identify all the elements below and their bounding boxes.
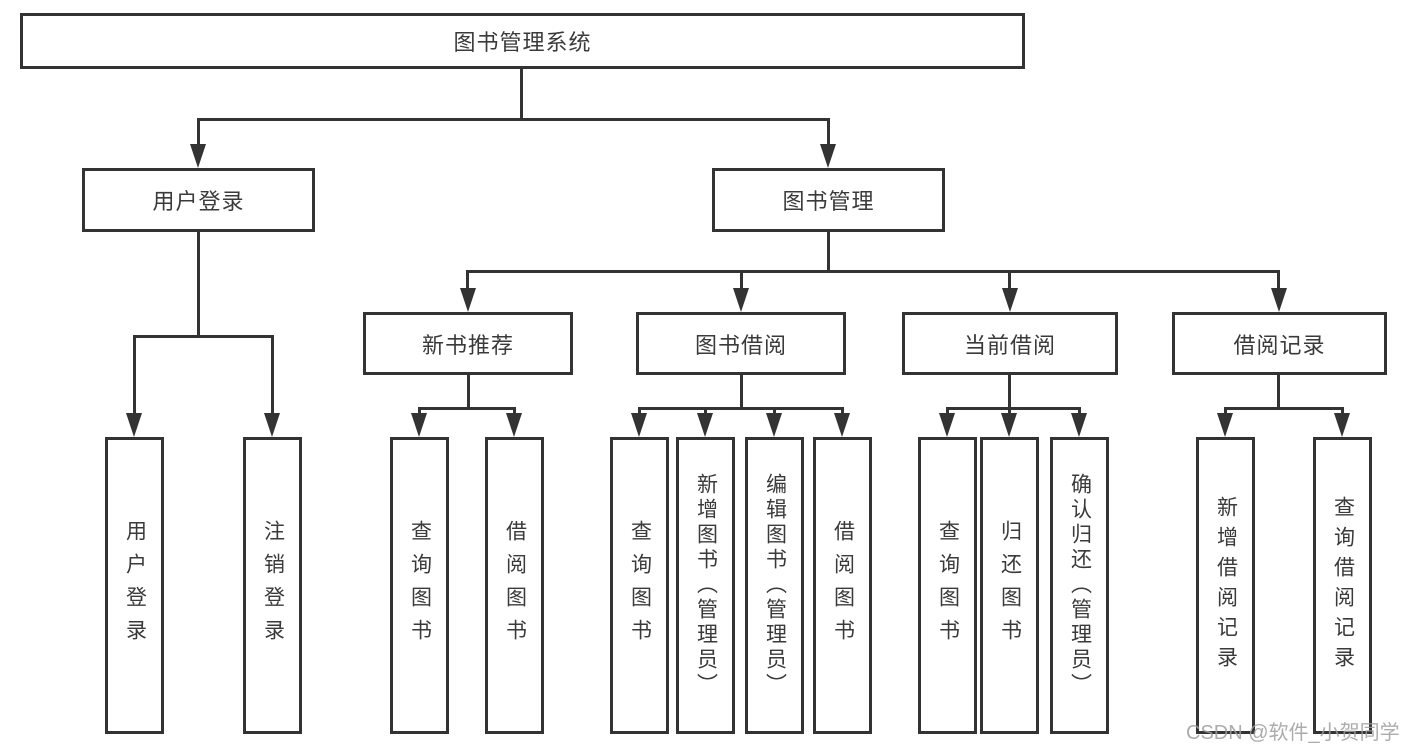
node-book-management: 图书管理 bbox=[712, 168, 945, 232]
connector-vline bbox=[1224, 407, 1227, 415]
node-borrow-book-2-label: 借阅图书 bbox=[831, 519, 855, 652]
node-borrow-book-1: 借阅图书 bbox=[485, 437, 544, 734]
arrow-down-icon bbox=[506, 413, 522, 437]
connector-vline bbox=[773, 407, 776, 415]
node-book-management-label: 图书管理 bbox=[782, 189, 875, 214]
connector-vline bbox=[513, 407, 516, 415]
node-query-book-1-label: 查询图书 bbox=[408, 519, 432, 652]
connector-vline bbox=[1277, 270, 1280, 290]
arrow-down-icon bbox=[733, 288, 749, 312]
arrow-down-icon bbox=[460, 288, 476, 312]
node-query-book-3: 查询图书 bbox=[918, 437, 977, 734]
node-edit-book-admin-label: 编辑图书（管理员） bbox=[763, 473, 787, 698]
arrow-down-icon bbox=[631, 413, 647, 437]
connector-vline bbox=[133, 335, 136, 414]
node-current-borrowing: 当前借阅 bbox=[902, 312, 1118, 375]
connector-vline bbox=[827, 118, 830, 146]
arrow-down-icon bbox=[1271, 288, 1287, 312]
csdn-watermark: CSDN @软件_小贺同学 bbox=[1186, 722, 1400, 744]
connector-vline bbox=[1341, 407, 1344, 415]
connector-hline bbox=[466, 270, 1280, 273]
arrow-down-icon bbox=[766, 413, 782, 437]
node-logout-label: 注销登录 bbox=[261, 519, 285, 652]
connector-vline bbox=[740, 375, 743, 407]
connector-vline bbox=[197, 232, 200, 335]
node-user-login-leaf-label: 用户登录 bbox=[123, 519, 147, 652]
connector-hline bbox=[1224, 407, 1344, 410]
node-new-book-recommend: 新书推荐 bbox=[363, 312, 573, 375]
node-book-borrowing-label: 图书借阅 bbox=[694, 332, 787, 358]
connector-hline bbox=[638, 407, 844, 410]
node-add-book-admin: 新增图书（管理员） bbox=[676, 437, 735, 734]
connector-vline bbox=[740, 270, 743, 290]
node-current-borrowing-label: 当前借阅 bbox=[963, 332, 1056, 358]
node-library-system-label: 图书管理系统 bbox=[453, 30, 592, 55]
arrow-down-icon bbox=[820, 144, 836, 168]
connector-vline bbox=[946, 407, 949, 415]
connector-vline bbox=[271, 335, 274, 414]
node-user-login-leaf: 用户登录 bbox=[105, 437, 164, 734]
connector-hline bbox=[946, 407, 1081, 410]
node-edit-book-admin: 编辑图书（管理员） bbox=[745, 437, 804, 734]
connector-vline bbox=[1008, 407, 1011, 415]
arrow-down-icon bbox=[126, 413, 142, 437]
arrow-down-icon bbox=[939, 413, 955, 437]
connector-vline bbox=[704, 407, 707, 415]
node-borrowing-records: 借阅记录 bbox=[1172, 312, 1387, 375]
connector-vline bbox=[197, 118, 200, 146]
connector-hline bbox=[133, 335, 274, 338]
node-query-borrow-record-label: 查询借阅记录 bbox=[1331, 495, 1355, 676]
node-query-book-2: 查询图书 bbox=[610, 437, 669, 734]
connector-vline bbox=[1078, 407, 1081, 415]
node-query-book-3-label: 查询图书 bbox=[936, 519, 960, 652]
node-borrow-book-2: 借阅图书 bbox=[813, 437, 872, 734]
connector-vline bbox=[1008, 270, 1011, 290]
node-query-book-2-label: 查询图书 bbox=[628, 519, 652, 652]
arrow-down-icon bbox=[411, 413, 427, 437]
connector-vline bbox=[1277, 375, 1280, 407]
connector-vline bbox=[1008, 375, 1011, 407]
node-add-borrow-record: 新增借阅记录 bbox=[1196, 437, 1255, 734]
arrow-down-icon bbox=[834, 413, 850, 437]
node-confirm-return-admin-label: 确认归还（管理员） bbox=[1068, 473, 1092, 698]
node-logout: 注销登录 bbox=[243, 437, 302, 734]
arrow-down-icon bbox=[190, 144, 206, 168]
connector-vline bbox=[827, 232, 830, 270]
node-borrow-book-1-label: 借阅图书 bbox=[503, 519, 527, 652]
arrow-down-icon bbox=[1001, 413, 1017, 437]
connector-vline bbox=[841, 407, 844, 415]
node-add-borrow-record-label: 新增借阅记录 bbox=[1214, 495, 1238, 676]
node-return-book-label: 归还图书 bbox=[998, 519, 1022, 652]
arrow-down-icon bbox=[1071, 413, 1087, 437]
node-user-login-label: 用户登录 bbox=[152, 189, 245, 214]
arrow-down-icon bbox=[1334, 413, 1350, 437]
connector-vline bbox=[466, 270, 469, 290]
node-library-system: 图书管理系统 bbox=[20, 13, 1025, 69]
connector-vline bbox=[467, 375, 470, 407]
connector-vline bbox=[520, 69, 523, 118]
arrow-down-icon bbox=[697, 413, 713, 437]
arrow-down-icon bbox=[264, 413, 280, 437]
connector-vline bbox=[638, 407, 641, 415]
node-add-book-admin-label: 新增图书（管理员） bbox=[694, 473, 718, 698]
connector-vline bbox=[418, 407, 421, 415]
node-user-login: 用户登录 bbox=[82, 168, 315, 232]
node-new-book-recommend-label: 新书推荐 bbox=[421, 332, 514, 358]
arrow-down-icon bbox=[1002, 288, 1018, 312]
node-borrowing-records-label: 借阅记录 bbox=[1233, 332, 1326, 358]
node-return-book: 归还图书 bbox=[980, 437, 1039, 734]
node-book-borrowing: 图书借阅 bbox=[636, 312, 846, 375]
node-query-book-1: 查询图书 bbox=[390, 437, 449, 734]
connector-hline bbox=[418, 407, 516, 410]
node-query-borrow-record: 查询借阅记录 bbox=[1313, 437, 1372, 734]
node-confirm-return-admin: 确认归还（管理员） bbox=[1050, 437, 1109, 734]
connector-hline bbox=[197, 118, 830, 121]
arrow-down-icon bbox=[1217, 413, 1233, 437]
